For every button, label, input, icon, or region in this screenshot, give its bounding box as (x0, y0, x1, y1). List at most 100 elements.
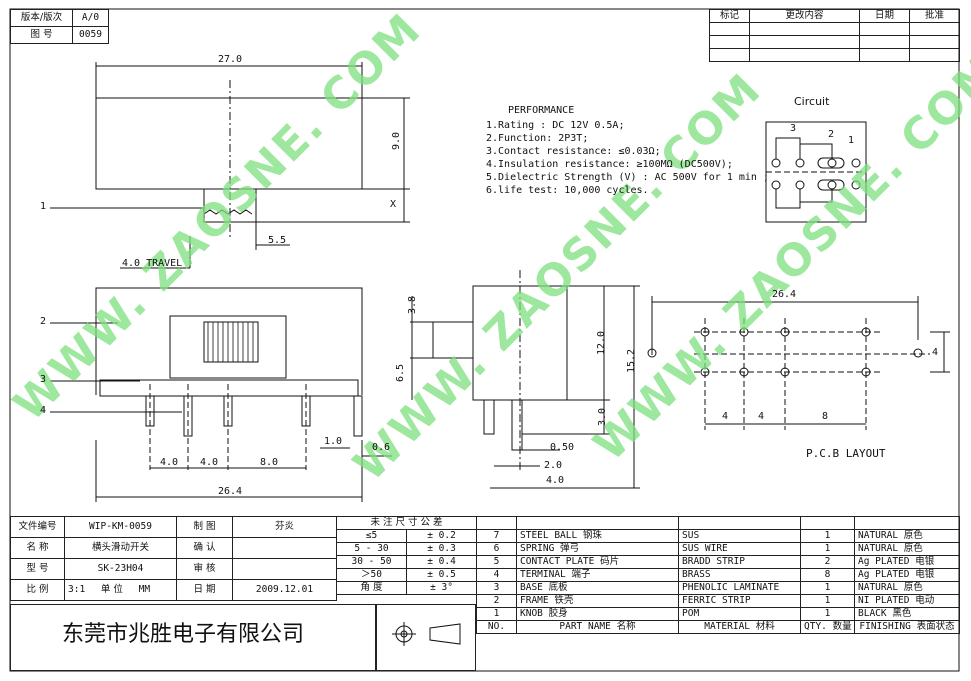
pcb-dim-8: 8 (822, 411, 829, 422)
drawing-border (9, 8, 960, 672)
dim-8-0: 8.0 (260, 457, 279, 468)
performance-line: 6.life test: 10,000 cycles. (486, 185, 649, 196)
model-label: 型 号 (10, 558, 65, 580)
part-qty: 2 (800, 555, 855, 569)
tol-range: ≤5 (336, 529, 407, 543)
part-no: 1 (476, 607, 517, 621)
symbol-box (376, 604, 476, 671)
side-view-knob (432, 321, 474, 359)
part-qty: 1 (800, 594, 855, 608)
table-row: 1 KNOB 胶身 POM 1 BLACK 黑色 (476, 607, 960, 621)
file-no: WIP-KM-0059 (64, 516, 177, 538)
confirm-label: 确 认 (176, 537, 233, 559)
company-name: 东莞市兆胜电子有限公司 (62, 622, 305, 647)
audit-label: 审 核 (176, 558, 233, 580)
dim-2-0: 2.0 (544, 460, 563, 471)
pcb-dim-26-4: 26.4 (772, 289, 797, 300)
performance-line: 1.Rating : DC 12V 0.5A; (486, 120, 625, 131)
part-qty: 1 (800, 529, 855, 543)
performance-line: 2.Function: 2P3T; (486, 133, 589, 144)
dim-6-5: 6.5 (395, 363, 407, 383)
rev-col-date: 日期 (859, 9, 910, 23)
tol-range: ＞50 (336, 568, 407, 582)
performance-line: 4.Insulation resistance: ≥100MΩ (DC500V)… (486, 159, 733, 170)
version-value: A/0 (72, 9, 109, 27)
table-row: 7 STEEL BALL 钢珠 SUS 1 NATURAL 原色 (476, 529, 960, 543)
part-name: FRAME 铁壳 (516, 594, 679, 608)
parts-table: 7 STEEL BALL 钢珠 SUS 1 NATURAL 原色 6 SPRIN… (476, 516, 960, 634)
part-qty: 1 (800, 607, 855, 621)
rev-col-mark: 标记 (709, 9, 750, 23)
circuit-label-1: 1 (848, 135, 855, 146)
part-no: 6 (476, 542, 517, 556)
pcb-layout-label: P.C.B LAYOUT (806, 447, 886, 460)
part-name: BASE 底板 (516, 581, 679, 595)
label-2: 2 (40, 316, 47, 327)
part-name: CONTACT PLATE 码片 (516, 555, 679, 569)
part-name: KNOB 胶身 (516, 607, 679, 621)
parts-header-row: NO. PART NAME 名称 MATERIAL 材料 QTY. 数量 FIN… (476, 620, 960, 634)
scale: 3:1 (68, 584, 86, 595)
date-label: 日 期 (176, 579, 233, 601)
part-material: SUS (678, 529, 801, 543)
rev-col-content: 更改内容 (749, 9, 860, 23)
info-table: 文件编号 WIP-KM-0059 制 图 芬炎 名 称 横头滑动开关 确 认 型… (10, 516, 337, 601)
dim-27: 27.0 (218, 54, 243, 65)
col-finishing: FINISHING 表面状态 (854, 620, 960, 634)
part-material: FERRIC STRIP (678, 594, 801, 608)
company-box (10, 604, 376, 671)
part-qty: 8 (800, 568, 855, 582)
tol-range: 30 - 50 (336, 555, 407, 569)
date: 2009.12.01 (232, 579, 337, 601)
circuit-label-3: 3 (790, 123, 797, 134)
table-row: 3 BASE 底板 PHENOLIC LAMINATE 1 NATURAL 原色 (476, 581, 960, 595)
pcb-dim-4-c: 4 (932, 347, 939, 358)
tol-value: ± 0.2 (405, 529, 478, 543)
dim-3-0: 3.0 (597, 407, 609, 427)
col-no: NO. (476, 620, 517, 634)
part-name: STEEL BALL 钢珠 (516, 529, 679, 543)
part-material: POM (678, 607, 801, 621)
dim-0-6: 0.6 (372, 442, 391, 453)
part-qty: 1 (800, 581, 855, 595)
part-name: TERMINAL 端子 (516, 568, 679, 582)
table-row: 6 SPRING 弹弓 SUS WIRE 1 NATURAL 原色 (476, 542, 960, 556)
part-name: 横头滑动开关 (64, 537, 177, 559)
version-box: 版本/版次 A/0 图 号 0059 (10, 9, 109, 44)
dim-4-0-a: 4.0 (160, 457, 179, 468)
front-view-knob (203, 321, 259, 363)
part-finishing: NATURAL 原色 (854, 581, 960, 595)
unit: MM (138, 584, 151, 595)
dim-4-0-b: 4.0 (200, 457, 219, 468)
model: SK-23H04 (64, 558, 177, 580)
unit-label: 单 位 (100, 584, 123, 595)
front-view-base (99, 379, 359, 397)
performance-title: PERFORMANCE (508, 105, 575, 116)
performance-line: 5.Dielectric Strength (V) : AC 500V for … (486, 172, 769, 183)
part-no: 2 (476, 594, 517, 608)
col-qty: QTY. 数量 (800, 620, 855, 634)
dim-3-8: 3.8 (407, 295, 419, 315)
dim-12-0: 12.0 (596, 330, 608, 356)
tolerance-title: 未 注 尺 寸 公 差 (335, 516, 478, 530)
part-finishing: BLACK 黑色 (854, 607, 960, 621)
dim-travel: 4.0 TRAVEL (122, 258, 183, 269)
tol-value: ± 0.5 (405, 568, 478, 582)
drawing-no-value: 0059 (72, 26, 109, 44)
dim-4-0-side: 4.0 (546, 475, 565, 486)
part-name: SPRING 弹弓 (516, 542, 679, 556)
table-row: 4 TERMINAL 端子 BRASS 8 Ag PLATED 电银 (476, 568, 960, 582)
part-material: BRASS (678, 568, 801, 582)
file-no-label: 文件编号 (10, 516, 65, 538)
part-qty: 1 (800, 542, 855, 556)
pcb-dim-4-a: 4 (722, 411, 729, 422)
part-material: SUS WIRE (678, 542, 801, 556)
dim-x: X (390, 199, 397, 210)
tol-value: ± 0.4 (405, 555, 478, 569)
tol-value: ± 3° (405, 581, 478, 595)
dim-1-0: 1.0 (324, 436, 343, 447)
dim-0-50: 0.50 (550, 442, 575, 453)
scale-label: 比 例 (10, 579, 65, 601)
part-no: 3 (476, 581, 517, 595)
